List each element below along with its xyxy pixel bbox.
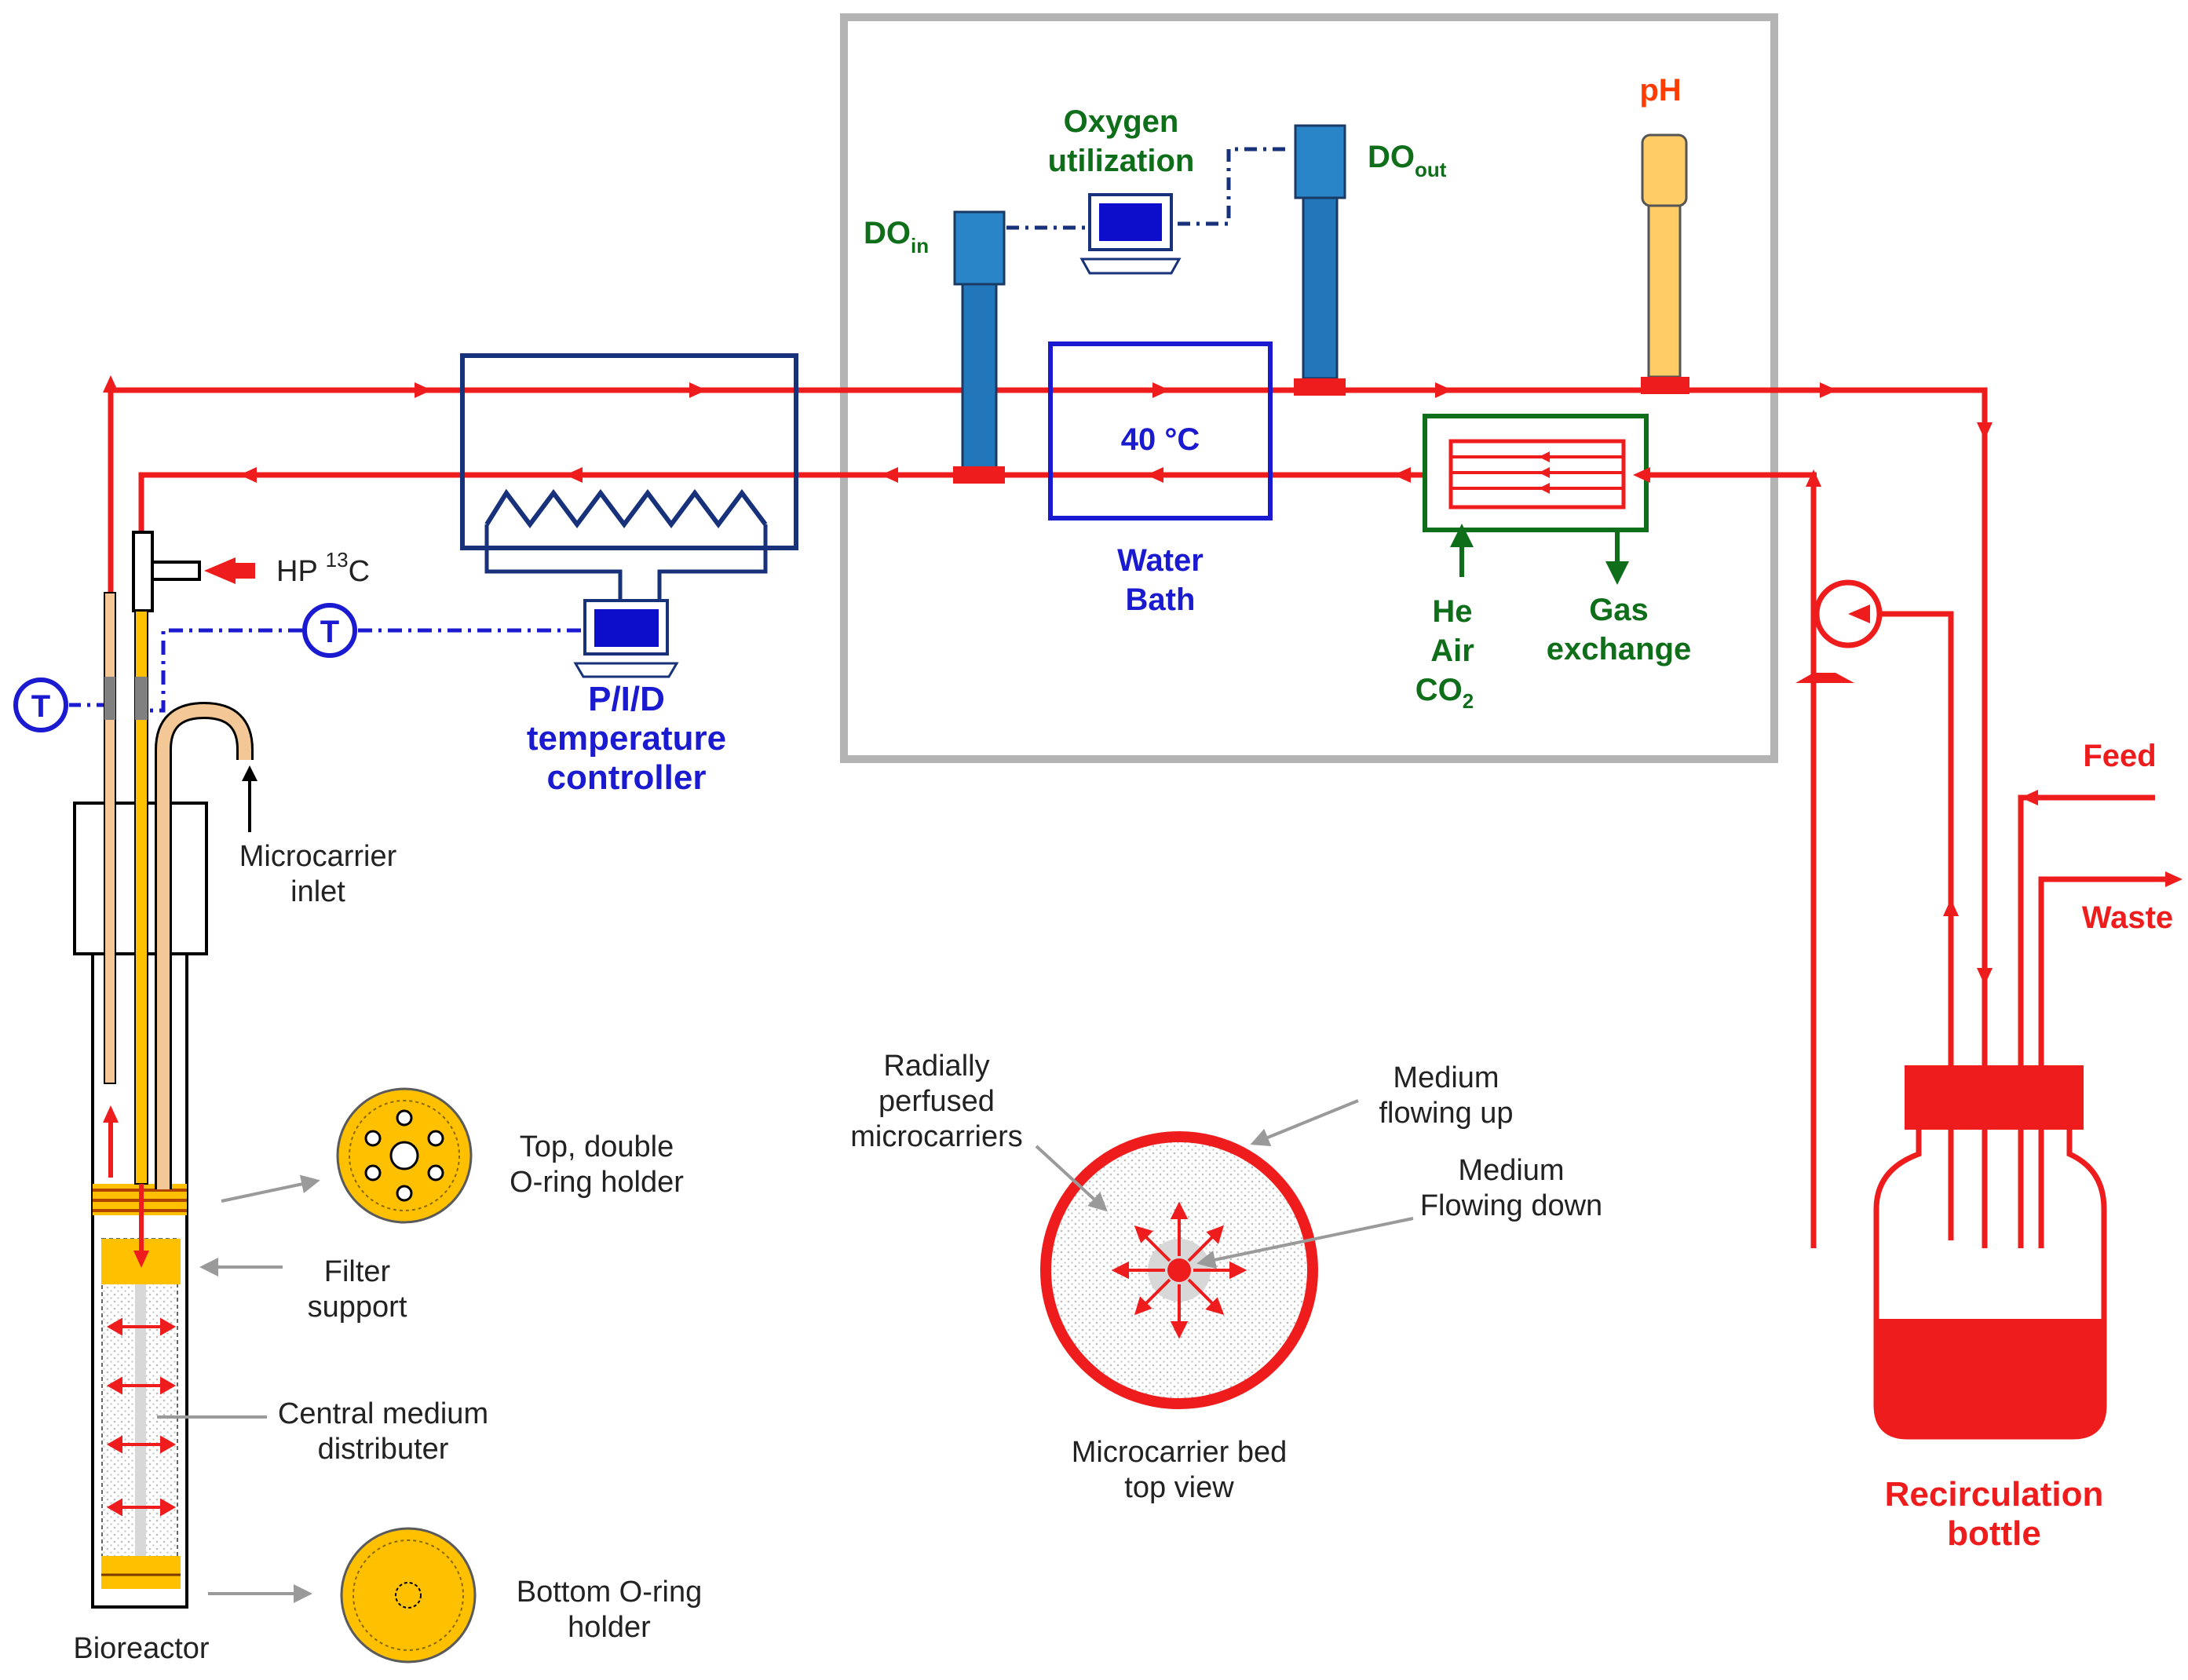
bioreactor xyxy=(73,592,254,1609)
gas-exchanger xyxy=(1423,414,1650,532)
heater-box xyxy=(460,353,798,604)
water-bath xyxy=(1048,341,1273,520)
filter-support-label: Filter xyxy=(324,1255,391,1288)
do-out-probe xyxy=(1294,124,1346,396)
medium-down-label-2: Flowing down xyxy=(1420,1189,1602,1222)
medium-up-label: Medium xyxy=(1393,1061,1499,1094)
feed-label: Feed xyxy=(2083,739,2156,773)
recirculation-bottle-label-2: bottle xyxy=(1947,1514,2041,1553)
hp13c-tee xyxy=(132,531,255,612)
oxygen-utilization-label-2: utilization xyxy=(1048,144,1195,178)
co2-label: CO2 xyxy=(1415,673,1474,713)
microcarrier-inlet-label-2: inlet xyxy=(290,875,345,908)
flow-arrowheads xyxy=(103,375,2183,1256)
outflow-tube xyxy=(104,592,116,1084)
recirculation-pump-icon xyxy=(1795,579,1883,683)
microcarrier-bed-top-view xyxy=(1040,1131,1318,1409)
water-bath-label: Water xyxy=(1117,543,1204,578)
radially-label-2: perfused xyxy=(878,1085,995,1118)
central-distributer xyxy=(135,1280,146,1578)
central-distributer-label-2: distributer xyxy=(318,1433,449,1466)
do-in-probe xyxy=(953,210,1006,484)
t-sensor-icon-2: T xyxy=(13,677,68,732)
pid-computer-icon xyxy=(573,599,679,678)
return-line xyxy=(138,472,1629,628)
microcarrier-bed-label: Microcarrier bed xyxy=(1072,1436,1288,1469)
central-distributer-label: Central medium xyxy=(278,1397,488,1430)
ph-label: pH xyxy=(1639,73,1681,108)
svg-text:T: T xyxy=(320,615,339,649)
recirculation-bottle-label: Recirculation xyxy=(1885,1475,2104,1514)
do-in-label: DOin xyxy=(864,216,929,257)
top-o-ring-holder-icon xyxy=(336,1087,473,1224)
radially-label-3: microcarriers xyxy=(850,1120,1023,1153)
recirculation-bottle xyxy=(1873,1065,2107,1440)
bath-temperature: 40 °C xyxy=(1121,422,1200,457)
ph-probe xyxy=(1641,133,1689,394)
bottom-o-ring-holder-icon xyxy=(340,1527,477,1664)
hp13c-label: HP 13C xyxy=(276,548,370,588)
pid-label-1: P/I/D xyxy=(588,680,665,718)
bottom-holder-label: Bottom O-ring xyxy=(517,1576,703,1609)
oxygen-utilization-label: Oxygen xyxy=(1064,104,1179,139)
medium-down-label: Medium xyxy=(1458,1154,1564,1187)
filter-support-label-2: support xyxy=(308,1291,407,1324)
microcarrier-bed-label-2: top view xyxy=(1124,1471,1234,1504)
gas-exchange-label-2: exchange xyxy=(1547,632,1692,667)
oxygen-computer-icon xyxy=(1079,193,1182,275)
gas-exchange-label: Gas xyxy=(1589,593,1649,627)
top-holder-label: Top, double xyxy=(520,1130,674,1163)
waste-label: Waste xyxy=(2082,900,2173,935)
medium-up-label-2: flowing up xyxy=(1379,1097,1513,1130)
bottom-holder-label-2: holder xyxy=(568,1611,651,1644)
pid-label-2: temperature xyxy=(527,719,726,758)
t-sensor-icon: T xyxy=(302,603,357,658)
bioreactor-label: Bioreactor xyxy=(73,1632,210,1665)
radially-label: Radially xyxy=(883,1050,989,1083)
do-out-label: DOout xyxy=(1368,140,1447,181)
svg-text:T: T xyxy=(31,689,50,724)
outflow-line xyxy=(108,387,1988,1248)
top-holder-label-2: O-ring holder xyxy=(510,1166,684,1199)
water-bath-label-2: Bath xyxy=(1126,583,1196,617)
air-label: Air xyxy=(1430,634,1474,668)
bottom-o-ring-holder-part xyxy=(101,1556,181,1589)
he-label: He xyxy=(1432,594,1472,629)
pid-label-3: controller xyxy=(547,758,707,797)
microcarrier-inlet-label: Microcarrier xyxy=(239,840,397,873)
